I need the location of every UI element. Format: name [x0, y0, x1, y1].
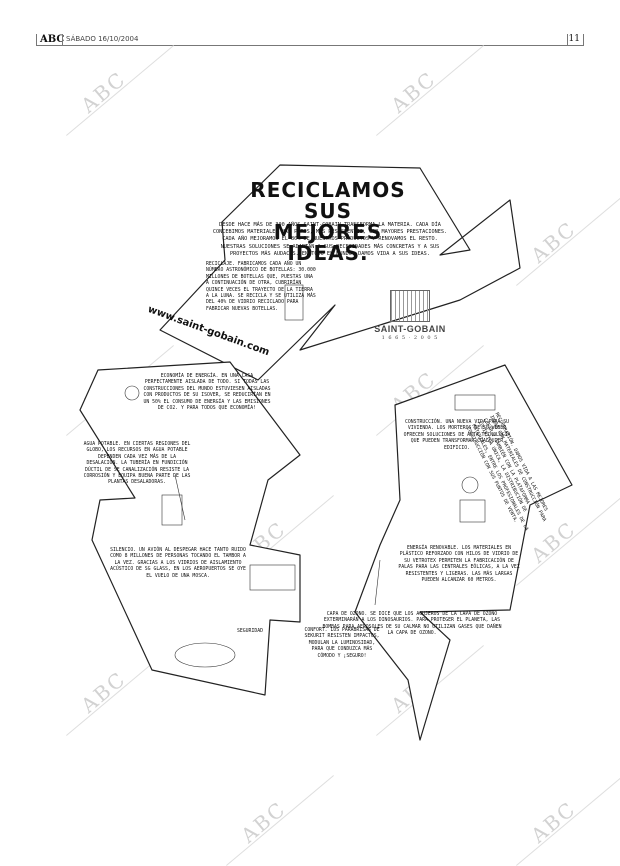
block-ozono: CAPA DE OZONO. SE DICE QUE LOS AGUJEROS … [322, 612, 502, 637]
header-divider [567, 34, 568, 45]
ad-title-line: RECICLAMOS SUS [250, 178, 406, 223]
page-number: 11 [568, 34, 580, 44]
header-rule [36, 45, 584, 46]
block-renovable: ENERGÍA RENOVABLE. LOS MATERIALES EN PLÁ… [398, 546, 520, 584]
illustration-aerosol [461, 476, 479, 494]
block-seguridad: SEGURIDAD [237, 629, 263, 634]
issue-date: SÁBADO 16/10/2004 [66, 35, 139, 43]
block-silencio: SILENCIO. UN AVIÓN AL DESPEGAR HACE TANT… [110, 548, 246, 579]
ad-title: RECICLAMOS SUS MEJORES IDEAS. [238, 180, 418, 264]
header-divider [583, 34, 584, 45]
illustration-straw [174, 474, 186, 521]
illustration-glass [161, 494, 183, 526]
illustration-wind-turbine [374, 559, 381, 606]
header-divider [62, 34, 63, 45]
newspaper-logo: ABC [40, 34, 65, 45]
header-divider [36, 34, 37, 45]
block-agua: AGUA POTABLE. EN CIERTAS REGIONES DEL GL… [83, 442, 191, 486]
logo-emblem-icon [390, 290, 430, 322]
block-confort: CONFORT. LOS PARABRISAS DE SEKURIT RESIS… [304, 628, 380, 659]
top-arrow [159, 164, 521, 381]
ad-title-line: MEJORES IDEAS. [273, 220, 383, 265]
block-energia: ECONOMÍA DE ENERGÍA. EN UNA CASA PERFECT… [143, 374, 271, 412]
saint-gobain-logo: SAINT-GOBAIN 1 6 6 5 · 2 0 0 5 [374, 290, 446, 341]
illustration-person [124, 385, 140, 401]
brand-name: SAINT-GOBAIN [374, 324, 446, 334]
illustration-orchestra [249, 564, 296, 591]
brand-years: 1 6 6 5 · 2 0 0 5 [381, 335, 439, 341]
illustration-bottles [284, 284, 304, 321]
block-reciclaje: RECICLAJE. FABRICAMOS CADA AÑO UN NÚMERO… [206, 262, 316, 312]
illustration-building [459, 499, 486, 523]
illustration-car [174, 642, 236, 668]
left-arrow [79, 361, 301, 696]
ad-intro: DESDE HACE MÁS DE 300 AÑOS SAINT-GOBAIN … [212, 222, 448, 257]
right-arrow [354, 364, 573, 741]
block-construccion: CONSTRUCCIÓN. UNA NUEVA VIDA PARA SU VIV… [403, 420, 511, 451]
page-header: ABC SÁBADO 16/10/2004 11 [36, 34, 584, 46]
illustration-truck [454, 394, 496, 411]
